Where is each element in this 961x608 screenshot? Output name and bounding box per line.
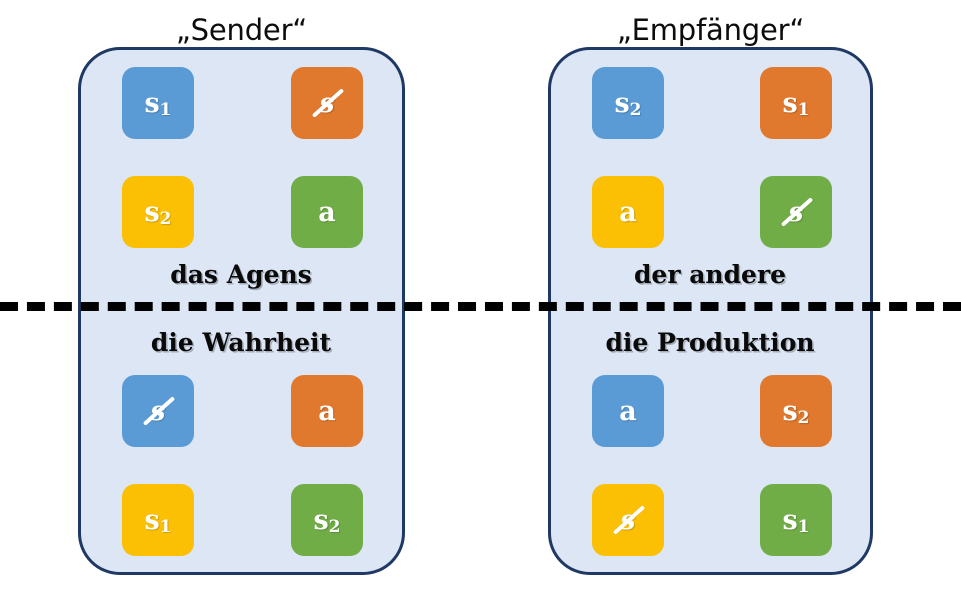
panel-title-empfaenger: „Empfänger“ — [616, 13, 805, 47]
label-empfaenger-upper: der andere — [633, 260, 787, 289]
panel-empfaenger[interactable]: s2 s1 a s der andere die Produktion a s2… — [548, 47, 873, 575]
tile-empfaenger-upper-2[interactable]: s1 — [760, 67, 832, 139]
tile-glyph: a — [318, 395, 336, 427]
tile-glyph: s2 — [614, 87, 642, 120]
tile-empfaenger-lower-1[interactable]: a — [592, 375, 664, 447]
tile-glyph: a — [318, 196, 336, 228]
tile-sender-upper-1[interactable]: s1 — [122, 67, 194, 139]
tile-empfaenger-lower-2[interactable]: s2 — [760, 375, 832, 447]
tile-glyph-slashed-s: s — [312, 88, 345, 118]
label-empfaenger-lower: die Produktion — [605, 328, 815, 357]
panel-sender[interactable]: s1 s s2 a das Agens die Wahrheit s a s1 … — [78, 47, 405, 575]
tile-sender-upper-3[interactable]: s2 — [122, 176, 194, 248]
tile-glyph: s1 — [144, 504, 172, 537]
tile-sender-lower-4[interactable]: s2 — [291, 484, 363, 556]
tile-sender-lower-2[interactable]: a — [291, 375, 363, 447]
panel-title-sender: „Sender“ — [175, 13, 308, 47]
label-sender-upper: das Agens — [170, 260, 312, 289]
tile-sender-upper-2[interactable]: s — [291, 67, 363, 139]
tile-empfaenger-upper-1[interactable]: s2 — [592, 67, 664, 139]
label-sender-lower: die Wahrheit — [150, 328, 332, 357]
tile-empfaenger-upper-4[interactable]: s — [760, 176, 832, 248]
tile-glyph-slashed-s: s — [613, 505, 646, 535]
tile-glyph: a — [619, 196, 637, 228]
tile-empfaenger-lower-4[interactable]: s1 — [760, 484, 832, 556]
horizontal-dashed-divider — [0, 302, 961, 311]
tile-glyph-slashed-s: s — [143, 396, 176, 426]
tile-glyph: s2 — [144, 196, 172, 229]
tile-sender-lower-1[interactable]: s — [122, 375, 194, 447]
tile-empfaenger-upper-3[interactable]: a — [592, 176, 664, 248]
tile-sender-lower-3[interactable]: s1 — [122, 484, 194, 556]
tile-glyph: s2 — [782, 395, 810, 428]
tile-glyph: s1 — [782, 504, 810, 537]
tile-empfaenger-lower-3[interactable]: s — [592, 484, 664, 556]
tile-glyph: s2 — [313, 504, 341, 537]
tile-glyph: s1 — [144, 87, 172, 120]
tile-glyph: s1 — [782, 87, 810, 120]
tile-glyph-slashed-s: s — [781, 197, 814, 227]
tile-sender-upper-4[interactable]: a — [291, 176, 363, 248]
tile-glyph: a — [619, 395, 637, 427]
